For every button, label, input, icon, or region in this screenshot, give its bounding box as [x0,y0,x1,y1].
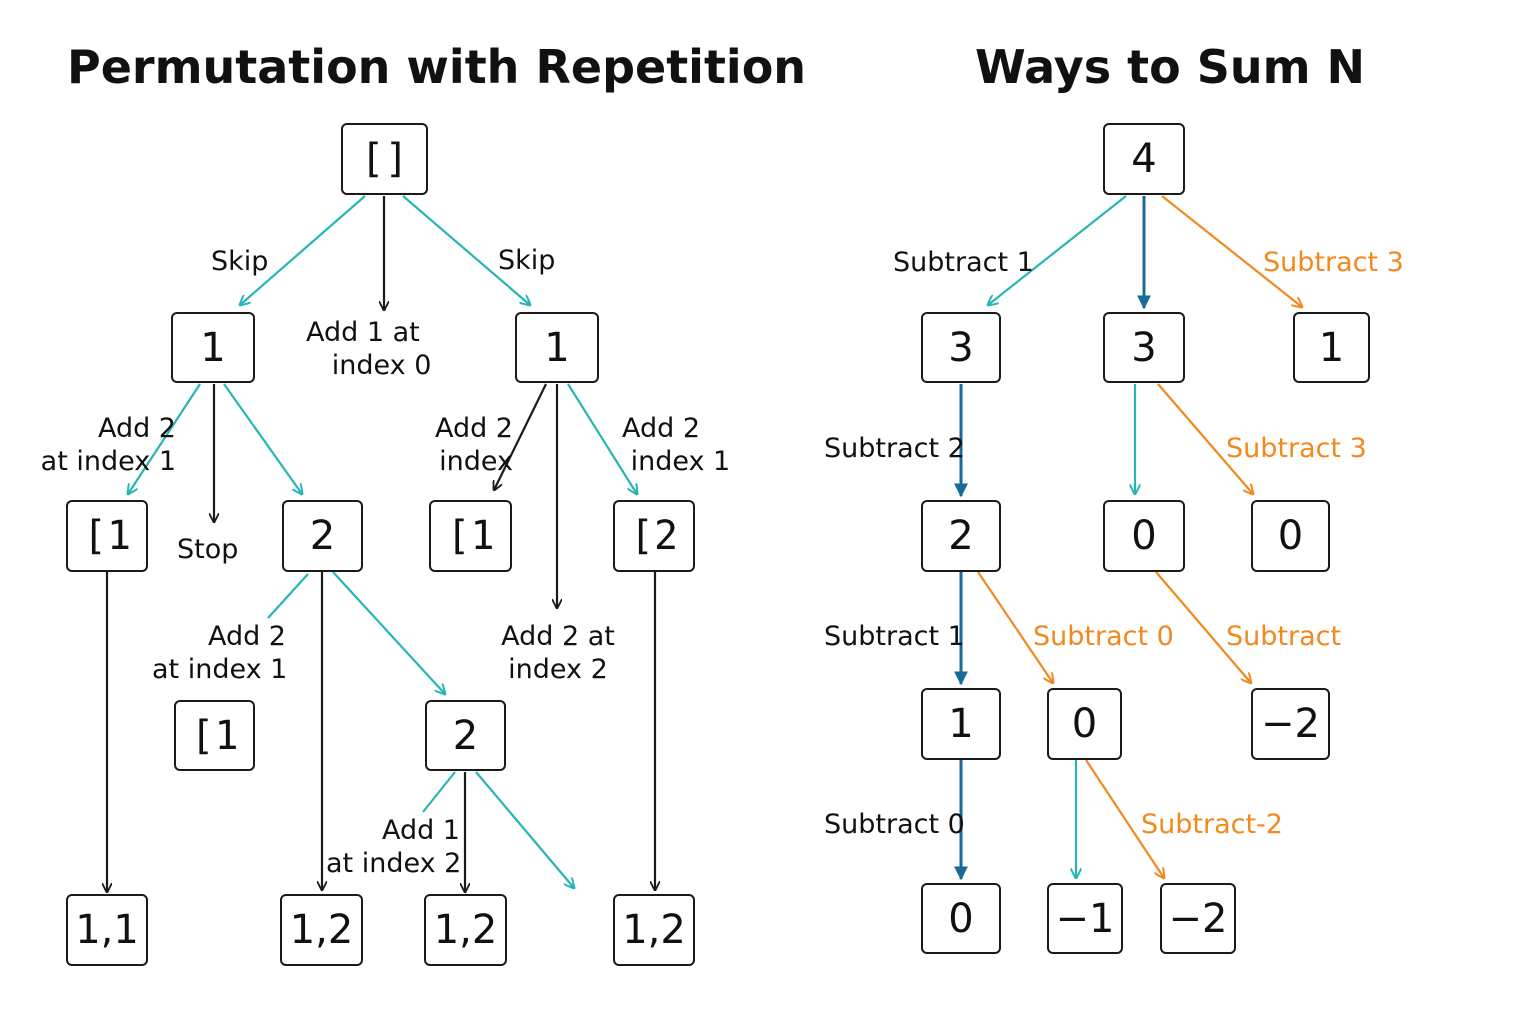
node-right-a1: 3 [921,312,1001,383]
node-left-leaf2: 1,2 [280,894,363,966]
edge-2-0 [977,571,1053,683]
node-right-a3: 1 [1293,312,1370,383]
label-add2-index1-c: Add 2 index 1 [622,413,731,477]
label-sub1-mid: Subtract 1 [824,621,965,652]
label-add2-index1-d: Add 2 at index 1 [152,621,288,685]
node-left-l2a: [1 [66,500,148,572]
label-subtract: Subtract [1226,621,1342,652]
node-left-leaf3: 1,2 [424,894,507,966]
label-sub-minus2: Subtract-2 [1141,809,1283,840]
left-diagram-title: Permutation with Repetition [67,40,807,94]
edge-r1-r2a [494,383,547,490]
edge-root-r1 [402,195,530,305]
node-right-b2: 0 [1103,500,1185,572]
edge-l2b-l3b [332,571,445,694]
edge-l3b-add1 [422,771,456,813]
edge-root-l1 [240,195,366,305]
edge-4-1 [1161,195,1302,307]
edge-0-minus2 [1085,759,1164,878]
right-diagram-title: Ways to Sum N [975,40,1366,94]
node-left-leaf4: 1,2 [613,894,695,966]
label-add1-index0: Add 1 at index 0 [306,317,432,381]
edge-l1-l2b [223,383,302,494]
label-sub0-bottom: Subtract 0 [824,809,965,840]
node-right-c1: 1 [921,688,1001,760]
node-right-b1: 2 [921,500,1001,572]
label-sub3-top: Subtract 3 [1263,247,1404,278]
edge-4-3a [988,195,1127,305]
edge-l1-l2a [128,383,201,494]
label-add1-index2: Add 1 at index 2 [326,815,462,879]
label-add2-index1-a: Add 2 at index 1 [40,413,176,477]
edge-0b-minus2 [1155,571,1251,683]
node-left-r2a: [1 [429,500,512,572]
node-left-l3a: [1 [174,700,255,771]
label-add2-index2: Add 2 at index 2 [501,621,615,685]
label-sub2: Subtract 2 [824,433,965,464]
label-skip-right: Skip [498,245,556,276]
edge-r1-r2b [567,383,637,494]
label-skip-left: Skip [211,246,269,277]
label-sub1-top: Subtract 1 [893,247,1034,278]
node-right-c3: −2 [1251,688,1330,760]
label-sub0-orange: Subtract 0 [1033,621,1174,652]
node-right-c2: 0 [1047,688,1122,760]
node-right-d3: −2 [1160,883,1236,954]
node-left-root: [] [341,123,428,195]
edge-l2b-add2 [267,573,309,619]
node-left-r1: 1 [515,312,599,383]
node-left-leaf1: 1,1 [66,894,148,966]
node-right-d1: 0 [921,883,1001,954]
node-right-b3: 0 [1251,500,1330,572]
edge-l3b-offshoot [475,771,574,888]
node-left-l2b: 2 [282,500,363,572]
label-stop: Stop [177,534,239,565]
node-left-l1: 1 [171,312,255,383]
node-right-root: 4 [1103,123,1185,195]
node-left-r2b: [2 [613,500,695,572]
edge-3b-0b [1157,383,1253,494]
node-left-l3b: 2 [425,700,506,771]
node-right-a2: 3 [1103,312,1185,383]
label-sub3-mid: Subtract 3 [1226,433,1367,464]
node-right-d2: −1 [1047,883,1123,954]
label-add2-index-b: Add 2 index [434,413,513,477]
